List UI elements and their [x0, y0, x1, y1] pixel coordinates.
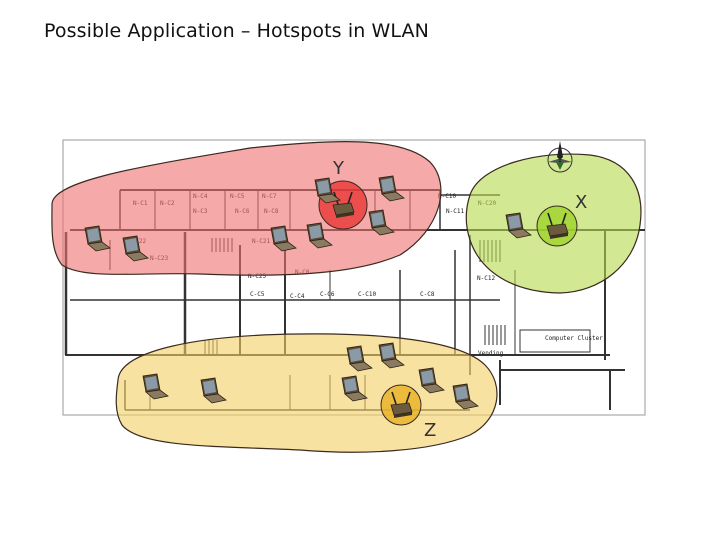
room-label: N-C10	[438, 193, 456, 200]
hotspot-zone-y	[51, 141, 442, 276]
room-label: Computer Cluster	[545, 335, 603, 342]
room-label: C-C8	[420, 291, 435, 298]
room-label: Vending	[478, 350, 504, 357]
room-label: C-C5	[250, 291, 265, 298]
room-label: N-C12	[477, 275, 495, 282]
slide-title: Possible Application – Hotspots in WLAN	[44, 20, 429, 42]
room-label: C-C4	[290, 293, 305, 300]
zone-label-z: Z	[424, 420, 436, 441]
room-label: N-C11	[446, 208, 464, 215]
room-label: N-C25	[248, 273, 266, 280]
room-label: C-C10	[358, 291, 376, 298]
room-label: C-C6	[320, 291, 335, 298]
zone-label-x: X	[575, 192, 587, 213]
zone-label-y: Y	[332, 158, 345, 179]
compass-rose-icon	[547, 141, 573, 173]
hotspot-zone-z	[115, 333, 498, 453]
